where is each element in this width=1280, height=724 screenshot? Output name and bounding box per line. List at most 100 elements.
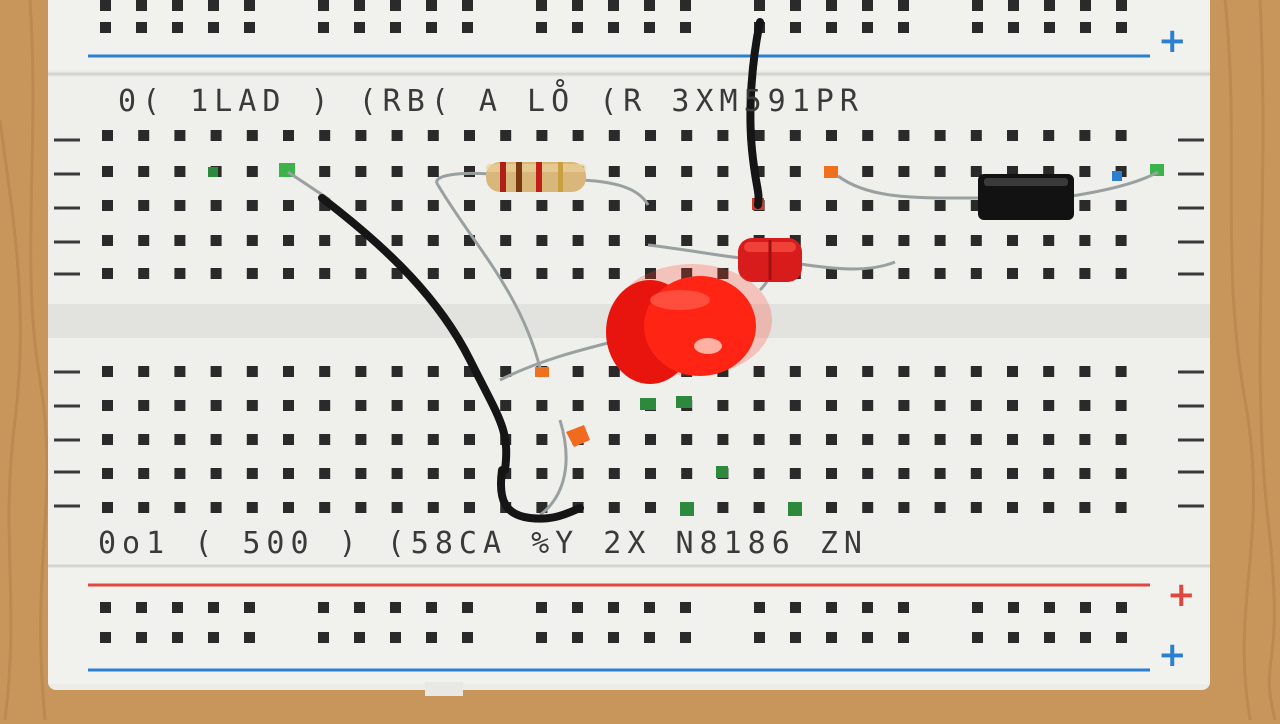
breadboard-hole [572,468,584,479]
breadboard-hole [536,0,547,11]
breadboard-hole [283,235,294,246]
breadboard-hole [717,130,729,141]
breadboard-hole [717,200,729,211]
breadboard-hole [717,268,729,279]
breadboard-hole [355,468,367,479]
breadboard-hole [862,434,874,445]
breadboard-hole [680,22,691,33]
breadboard-hole [1008,602,1019,613]
breadboard-hole [1080,602,1091,613]
breadboard-hole [898,130,910,141]
breadboard-hole [426,22,437,33]
breadboard-hole [427,434,439,445]
red-led [606,264,772,384]
orange-marker [566,425,590,447]
breadboard-hole [862,602,873,613]
breadboard-hole [246,268,258,279]
breadboard-hole [608,400,620,411]
breadboard-hole [355,235,367,246]
breadboard-hole [102,268,113,279]
breadboard-hole [500,268,512,279]
breadboard-hole [1115,235,1127,246]
breadboard-hole [934,130,946,141]
breadboard-hole [1115,268,1127,279]
breadboard-hole [1079,366,1091,377]
breadboard-hole [898,22,909,33]
breadboard-hole [500,235,512,246]
breadboard-hole [391,235,403,246]
breadboard-hole [1079,200,1091,211]
breadboard-hole [210,366,222,377]
breadboard-hole [283,400,294,411]
black-jumper-wire [746,18,764,209]
breadboard-hole [717,400,729,411]
breadboard-hole [244,0,255,11]
breadboard-hole [608,235,620,246]
breadboard-hole [681,468,693,479]
breadboard-hole [136,22,147,33]
breadboard-hole [826,268,837,279]
breadboard-hole [789,434,801,445]
breadboard-hole [138,130,150,141]
breadboard-hole [934,400,946,411]
breadboard-hole [318,602,329,613]
breadboard-hole [536,268,548,279]
breadboard-hole [318,22,329,33]
breadboard-hole [826,434,837,445]
breadboard-hole [572,602,583,613]
breadboard-hole [608,366,620,377]
breadboard-hole [934,166,946,177]
breadboard-hole [536,502,548,513]
breadboard-hole [319,235,331,246]
breadboard-hole [174,502,186,513]
breadboard-hole [464,268,475,279]
breadboard-hole [934,235,946,246]
breadboard-hole [172,22,183,33]
breadboard-hole [717,502,729,513]
breadboard-hole [427,366,439,377]
breadboard-hole [1079,235,1091,246]
breadboard-hole [1007,268,1018,279]
breadboard-hole [462,22,473,33]
breadboard-hole [210,400,222,411]
breadboard-hole [246,502,258,513]
breadboard-hole [898,366,910,377]
breadboard-hole [174,434,186,445]
breadboard-hole [138,502,150,513]
breadboard-hole [1008,22,1019,33]
breadboard-hole [102,200,113,211]
breadboard-hole [1079,468,1091,479]
breadboard-hole [680,0,691,11]
breadboard-hole [789,468,801,479]
breadboard-hole [464,400,475,411]
breadboard-hole [645,468,656,479]
breadboard-hole [1115,468,1127,479]
breadboard-hole [645,434,656,445]
breadboard-hole [1008,0,1019,11]
breadboard-hole [244,632,255,643]
diode [978,174,1074,220]
breadboard-hole [246,366,258,377]
breadboard-hole [608,434,620,445]
breadboard-hole [898,235,910,246]
breadboard-hole [1044,632,1055,643]
breadboard-hole [500,200,512,211]
breadboard-hole [210,502,222,513]
breadboard-hole [1080,632,1091,643]
breadboard-hole [862,0,873,11]
breadboard-hole [572,130,584,141]
resistor [486,162,586,192]
breadboard-hole [862,400,874,411]
breadboard-hole [1007,502,1018,513]
breadboard-hole [246,130,258,141]
breadboard-hole [1079,434,1091,445]
breadboard-hole [208,632,219,643]
breadboard-hole [970,200,982,211]
breadboard-hole [680,632,691,643]
breadboard-hole [934,468,946,479]
breadboard-hole [826,400,837,411]
breadboard-hole [1115,366,1127,377]
breadboard-hole [898,632,909,643]
breadboard-hole [862,235,874,246]
breadboard-hole [102,366,113,377]
